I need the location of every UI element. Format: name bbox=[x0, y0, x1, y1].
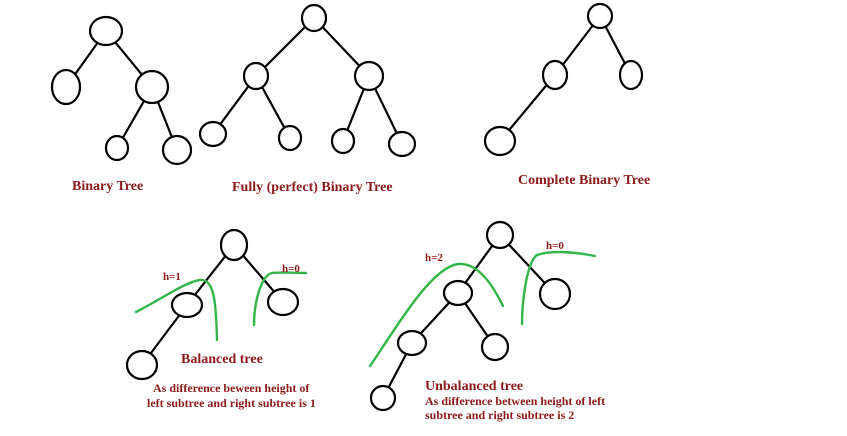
tree-node bbox=[50, 68, 82, 106]
tree-node bbox=[369, 384, 397, 412]
balanced-note-line-1: As difference beween height of bbox=[153, 381, 310, 395]
unbalanced-note-line-1: As difference between height of left bbox=[425, 394, 606, 408]
binary-tree-caption: Binary Tree bbox=[72, 179, 144, 194]
tree-node bbox=[538, 277, 572, 311]
tree-node bbox=[198, 120, 228, 148]
tree-node bbox=[266, 287, 300, 317]
tree-node bbox=[170, 291, 204, 319]
tree-node bbox=[442, 279, 474, 307]
height-label-right: h=0 bbox=[546, 240, 564, 252]
tree-node bbox=[483, 125, 517, 157]
tree-node bbox=[104, 134, 130, 162]
balanced-tree-diagram bbox=[125, 228, 308, 381]
height-curve-right bbox=[252, 271, 308, 327]
tree-node bbox=[125, 349, 159, 381]
height-label-left: h=1 bbox=[163, 271, 181, 283]
perfect-binary-tree-diagram bbox=[198, 3, 417, 158]
complete-binary-tree-diagram bbox=[483, 2, 644, 157]
balanced-tree-caption: Balanced tree bbox=[181, 352, 263, 367]
tree-node bbox=[618, 59, 644, 91]
tree-node bbox=[541, 59, 569, 91]
complete-tree-caption: Complete Binary Tree bbox=[518, 173, 651, 188]
perfect-tree-caption: Fully (perfect) Binary Tree bbox=[232, 180, 393, 195]
tree-node bbox=[353, 60, 385, 92]
tree-node bbox=[330, 127, 356, 155]
height-curve-left bbox=[368, 262, 505, 368]
tree-node bbox=[277, 124, 303, 152]
binary-tree-diagram bbox=[50, 15, 193, 166]
tree-node bbox=[161, 134, 193, 166]
tree-node bbox=[242, 61, 270, 91]
tree-node bbox=[396, 329, 428, 357]
tree-node bbox=[485, 220, 515, 250]
height-label-left: h=2 bbox=[425, 252, 443, 264]
height-curve-right bbox=[520, 250, 597, 326]
tree-node bbox=[586, 2, 614, 30]
unbalanced-tree-caption: Unbalanced tree bbox=[425, 379, 524, 394]
tree-node bbox=[134, 69, 170, 105]
tree-node bbox=[219, 228, 249, 262]
height-label-right: h=0 bbox=[282, 263, 300, 275]
height-curve-left bbox=[134, 278, 219, 342]
tree-node bbox=[480, 332, 510, 362]
unbalanced-tree-diagram bbox=[368, 220, 597, 412]
balanced-note-line-2: left subtree and right subtree is 1 bbox=[147, 396, 316, 410]
tree-node bbox=[300, 3, 328, 33]
tree-edge bbox=[254, 16, 316, 78]
tree-node bbox=[387, 130, 417, 158]
unbalanced-note-line-2: subtree and right subtree is 2 bbox=[425, 408, 575, 422]
tree-node bbox=[88, 15, 124, 47]
